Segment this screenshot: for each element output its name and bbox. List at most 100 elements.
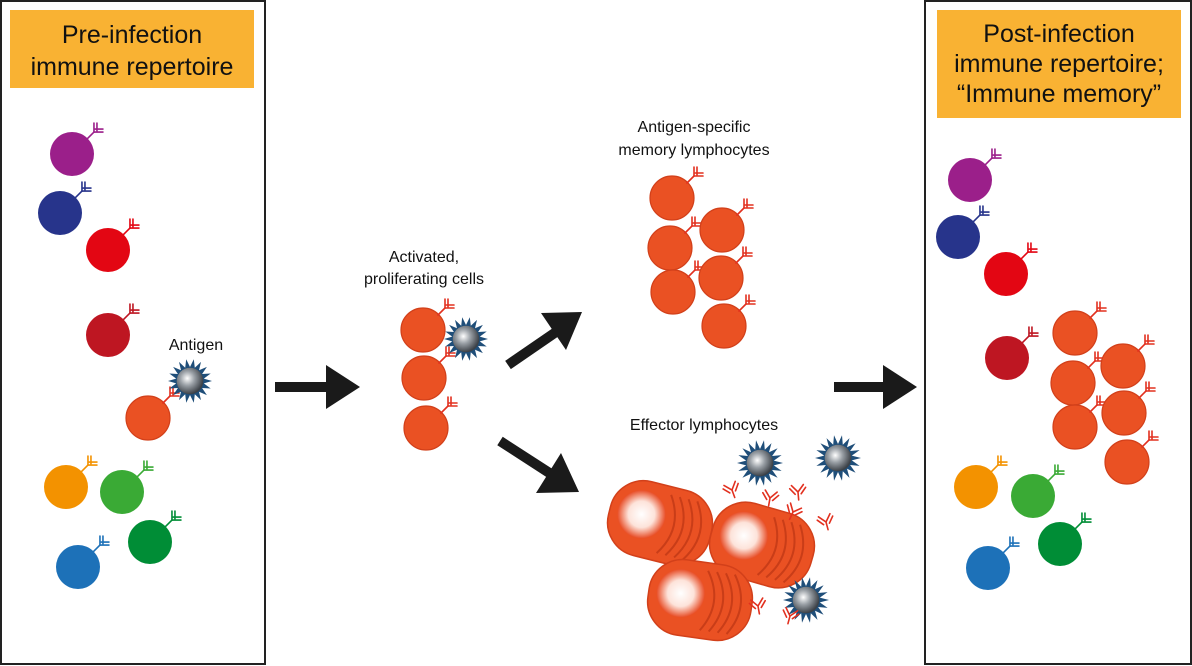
plasma-cell [708,501,816,589]
pre-infection-title-box [10,10,254,88]
memory-lymphocyte [699,198,754,253]
pre-infection-title-line2: immune repertoire [31,53,234,81]
receptor-icon [738,294,756,312]
antibody-icon [786,502,803,521]
post-infection-panel: Post-infection immune repertoire; “Immun… [924,0,1192,665]
crimson-lymphocyte [86,303,140,357]
antibody-icon [782,606,800,625]
memory-lymphocyte [1104,430,1159,485]
purple-lymphocyte [948,148,1002,202]
post-infection-title-line3: “Immune memory” [957,80,1161,108]
receptor-icon [438,346,456,364]
memory-lymphocyte [1100,334,1155,389]
memory-lymphocyte [650,260,705,315]
navy-lymphocyte [38,181,92,235]
pre-infection-border [0,0,266,665]
activated-cell [403,396,458,451]
antigen-icon [444,317,488,361]
post-infection-title-line2: immune repertoire; [954,50,1164,78]
memory-lymphocyte [698,246,753,301]
receptor-icon [92,535,110,553]
green-lymphocyte [1038,512,1092,566]
memory-lymphocyte [701,294,756,349]
receptor-icon [164,510,182,528]
arrow-to-memory [505,312,582,370]
lightgreen-lymphocyte [100,460,154,514]
receptor-icon [1074,512,1092,530]
blue-lymphocyte [966,536,1020,590]
memory-label-line1: Antigen-specific [638,119,751,136]
receptor-icon [1138,381,1156,399]
crimson-lymphocyte [985,326,1039,380]
receptor-icon [86,122,104,140]
antibody-icon [748,597,766,615]
receptor-icon [1047,464,1065,482]
antigen-icon [737,440,783,486]
receptor-icon [136,460,154,478]
post-infection-border [924,0,1192,665]
post-infection-title-line1: Post-infection [983,20,1134,48]
memory-lymphocyte [1052,301,1107,356]
receptor-icon [1020,242,1038,260]
antigen-specific-lymphocyte [125,386,180,441]
receptor-icon [686,166,704,184]
arrow-to-memory-repertoire [834,365,917,409]
antibody-icon [788,483,807,501]
receptor-icon [1002,536,1020,554]
receptor-icon [122,218,140,236]
receptor-icon [440,396,458,414]
receptor-icon [736,198,754,216]
memory-lymphocyte [649,166,704,221]
purple-lymphocyte [50,122,104,176]
effector-lymphocytes [606,435,861,642]
navy-lymphocyte [936,205,990,259]
antibody-icon [816,512,834,531]
receptor-icon [437,298,455,316]
lightgreen-lymphocyte [1011,464,1065,518]
activated-label-line2: proliferating cells [364,271,484,288]
memory-lymphocyte [1050,351,1105,406]
receptor-icon [1089,301,1107,319]
activated-cell [400,298,455,353]
receptor-icon [990,455,1008,473]
memory-lymphocyte [1101,381,1156,436]
receptor-icon [162,386,180,404]
memory-lymphocyte [647,216,702,271]
effector-label: Effector lymphocytes [630,417,778,434]
antigen-icon [815,435,861,481]
amber-lymphocyte [954,455,1008,509]
antigen-icon [168,359,212,403]
arrow-to-activation [275,365,360,409]
activated-label-line1: Activated, [389,249,459,266]
plasma-cell [606,480,714,566]
antibody-icon [722,480,739,499]
receptor-icon [74,181,92,199]
receptor-icon [122,303,140,321]
antigen-label: Antigen [169,337,223,354]
receptor-icon [687,260,705,278]
blue-lymphocyte [56,535,110,589]
post-infection-title-box [937,10,1181,118]
activated-cell [401,346,456,401]
arrow-to-effector [497,436,579,493]
receptor-icon [684,216,702,234]
antibody-icon [762,489,780,507]
amber-lymphocyte [44,455,98,509]
receptor-icon [972,205,990,223]
receptor-icon [1137,334,1155,352]
red-lymphocyte [86,218,140,272]
activated-proliferating-cells [400,298,488,451]
pre-infection-title-line1: Pre-infection [62,21,202,49]
memory-label-line2: memory lymphocytes [618,142,769,159]
plasma-cell [646,558,754,642]
receptor-icon [1021,326,1039,344]
post-infection-cells [936,148,1159,590]
receptor-icon [984,148,1002,166]
pre-infection-cells [38,122,212,589]
receptor-icon [735,246,753,264]
red-lymphocyte [984,242,1038,296]
receptor-icon [1141,430,1159,448]
green-lymphocyte [128,510,182,564]
antigen-icon [783,577,829,623]
